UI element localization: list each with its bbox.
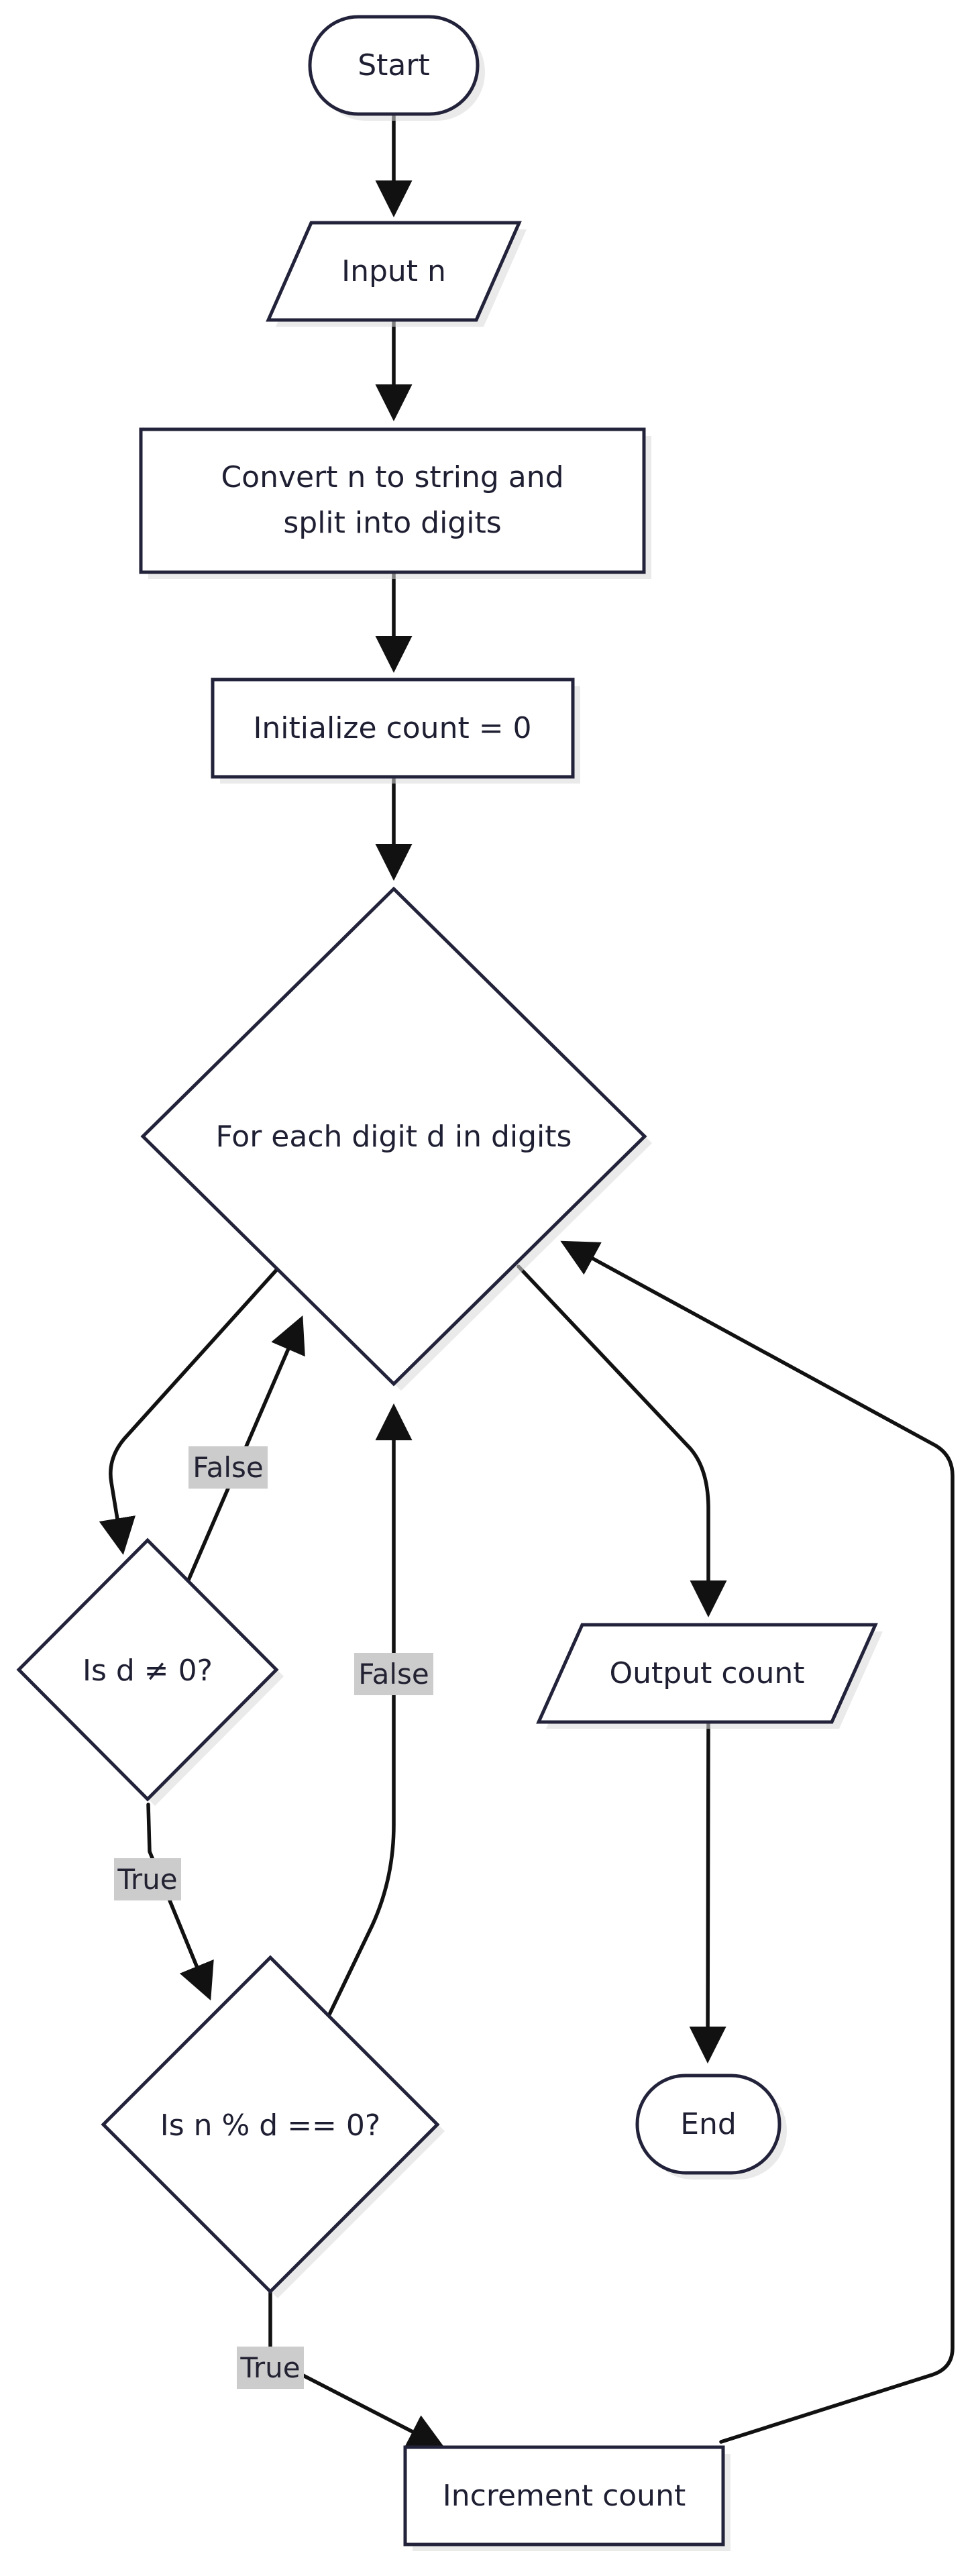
edge-label-divisible-false: False — [354, 1653, 433, 1695]
convert-shape — [139, 427, 646, 574]
end-label: End — [680, 2107, 737, 2141]
label-background — [354, 1653, 433, 1695]
edge-labels: False False True True — [114, 1446, 433, 2389]
divisible-label: Is n % d == 0? — [160, 2108, 381, 2143]
input-node: Input n — [266, 221, 527, 327]
label-background — [114, 1858, 181, 1900]
edge-loop-nonzero — [99, 1266, 280, 1555]
increment-node: Increment count — [403, 2445, 730, 2551]
edge-label-nonzero-true: True — [114, 1858, 181, 1900]
init-label: Initialize count = 0 — [253, 711, 531, 745]
divisible-decision-node: Is n % d == 0? — [101, 1955, 445, 2298]
edge-label-divisible-true: True — [237, 2347, 304, 2389]
nonzero-decision-node: Is d ≠ 0? — [16, 1538, 284, 1806]
start-node: Start — [308, 15, 485, 121]
nonzero-shape — [16, 1538, 279, 1802]
edge-nonzero-true — [146, 1803, 214, 2001]
output-label: Output count — [610, 1656, 805, 1690]
start-shape — [308, 15, 480, 116]
label-text: False — [193, 1451, 263, 1484]
output-shape — [536, 1623, 878, 1724]
loop-shape — [140, 886, 647, 1387]
label-text: False — [358, 1658, 429, 1690]
output-node: Output count — [536, 1623, 883, 1729]
start-label: Start — [358, 48, 430, 83]
end-node: End — [635, 2074, 787, 2180]
divisible-shape — [101, 1955, 440, 2294]
input-shape — [266, 221, 522, 322]
label-text: True — [239, 2351, 300, 2384]
label-background — [188, 1446, 268, 1489]
loop-label: For each digit d in digits — [216, 1120, 572, 1154]
edge-loop-output — [517, 1265, 727, 1617]
label-text: True — [117, 1863, 177, 1896]
convert-label-line2: split into digits — [283, 506, 501, 540]
convert-label-line1: Convert n to string and — [221, 460, 563, 494]
edge-increment-loop — [560, 1240, 955, 2444]
increment-label: Increment count — [443, 2479, 686, 2513]
increment-shape — [403, 2445, 725, 2546]
edge-label-nonzero-false: False — [188, 1446, 268, 1489]
init-shape — [211, 678, 575, 779]
edge-divisible-false — [327, 1403, 413, 2018]
init-node: Initialize count = 0 — [211, 678, 580, 784]
input-label: Input n — [341, 254, 446, 288]
loop-decision-node: For each digit d in digits — [140, 886, 652, 1391]
convert-node: Convert n to string and split into digit… — [139, 427, 651, 579]
nonzero-label: Is d ≠ 0? — [83, 1654, 213, 1688]
label-background — [237, 2347, 304, 2389]
nodes: Start Input n Convert n to string and sp… — [16, 15, 883, 2551]
end-shape — [635, 2074, 781, 2175]
